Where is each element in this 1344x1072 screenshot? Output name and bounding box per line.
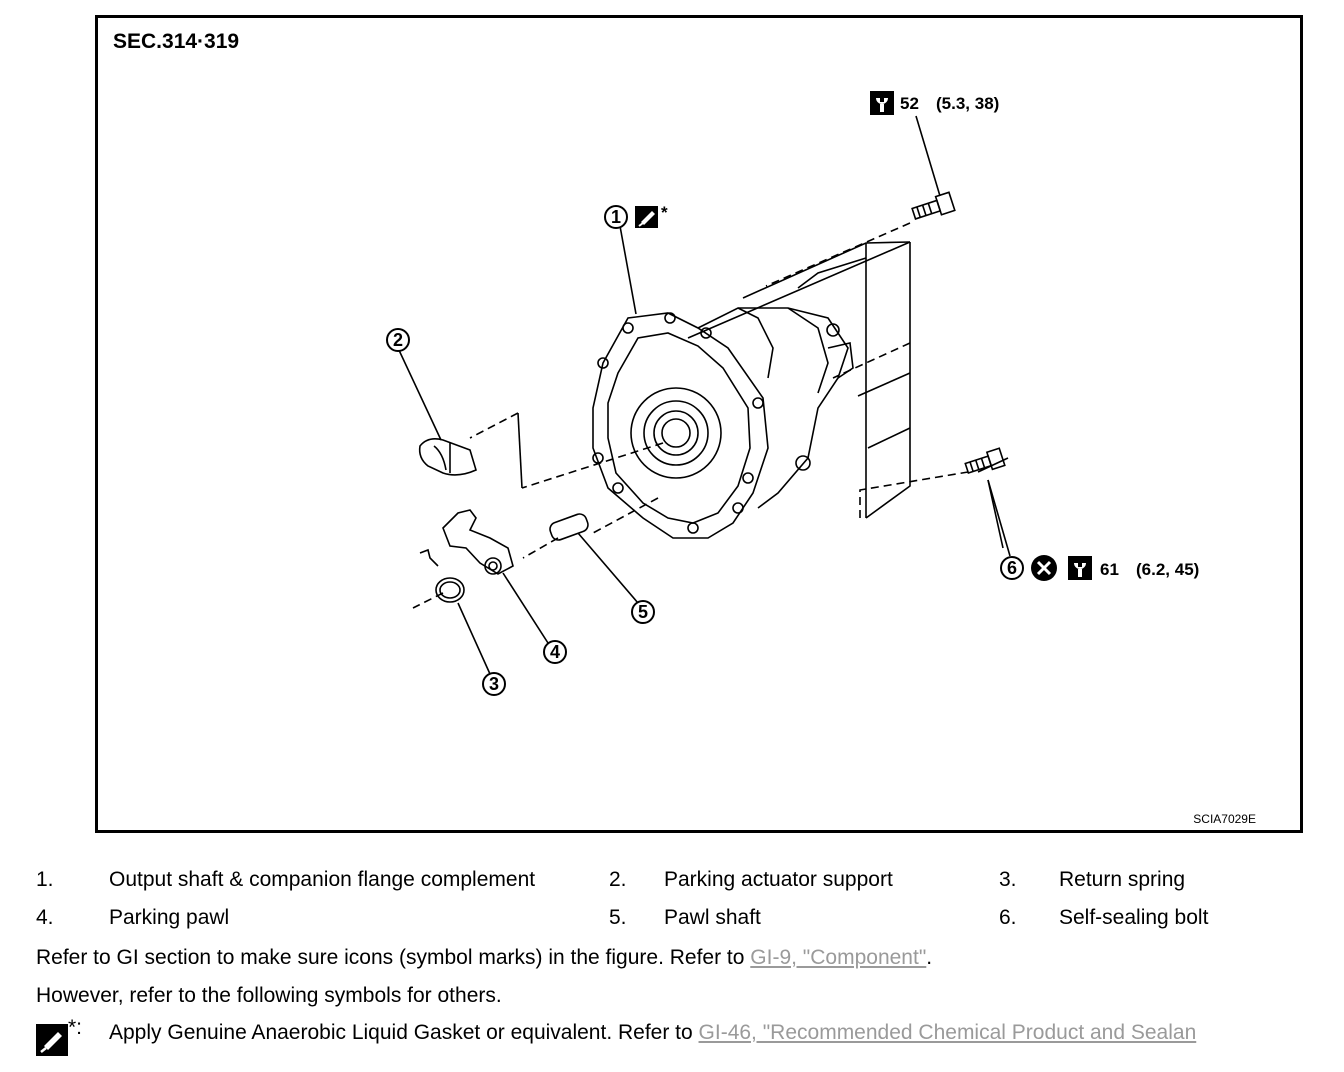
legend-num: 1. <box>36 868 54 891</box>
callout-2: 2 <box>386 328 410 352</box>
legend-label: Pawl shaft <box>664 906 761 929</box>
svg-text:3: 3 <box>489 674 499 694</box>
callout-4: 4 <box>543 640 567 664</box>
symbol-mark: *: <box>68 1016 83 1039</box>
callout-1: 1 <box>604 205 628 229</box>
svg-text:5: 5 <box>638 602 648 622</box>
svg-text:6: 6 <box>1007 558 1017 578</box>
torque-top-units: (5.3, 38) <box>936 94 999 113</box>
callout-3: 3 <box>482 672 506 696</box>
legend-label: Parking actuator support <box>664 868 893 891</box>
legend-num: 5. <box>609 906 627 929</box>
callout-5: 5 <box>631 600 655 624</box>
figure-code: SCIA7029E <box>1193 812 1256 826</box>
liquid-gasket-icon <box>36 1024 68 1056</box>
svg-text:2: 2 <box>393 330 403 350</box>
svg-text:1: 1 <box>611 207 621 227</box>
legend-num: 6. <box>999 906 1017 929</box>
callout-6: 6 <box>1000 556 1024 580</box>
note-text: Refer to GI section to make sure icons (… <box>36 946 751 969</box>
parts-legend: 1. Output shaft & companion flange compl… <box>36 868 1336 944</box>
legend-num: 4. <box>36 906 54 929</box>
note-line-2: However, refer to the following symbols … <box>36 984 502 1007</box>
torque-wrench-icon-bottom <box>1068 556 1092 580</box>
asterisk: * <box>661 203 668 222</box>
legend-num: 3. <box>999 868 1017 891</box>
gi-9-component-link[interactable]: GI-9, "Component" <box>750 946 927 969</box>
torque-top-value: 52 <box>900 94 919 113</box>
torque-wrench-icon <box>870 91 894 115</box>
note-line-3: Apply Genuine Anaerobic Liquid Gasket or… <box>109 1021 1339 1045</box>
note-line-1: Refer to GI section to make sure icons (… <box>36 946 932 970</box>
exploded-diagram: 1 2 3 4 5 6 * <box>386 91 1199 696</box>
legend-num: 2. <box>609 868 627 891</box>
legend-row: 4. Parking pawl 5. Pawl shaft 6. Self-se… <box>36 906 1336 944</box>
torque-bottom-units: (6.2, 45) <box>1136 560 1199 579</box>
note-text: Apply Genuine Anaerobic Liquid Gasket or… <box>109 1021 699 1044</box>
torque-bottom-value: 61 <box>1100 560 1119 579</box>
legend-label: Parking pawl <box>109 906 230 929</box>
do-not-reuse-icon <box>1031 555 1057 581</box>
legend-label: Output shaft & companion flange compleme… <box>109 868 536 891</box>
figure-frame: SEC.314·319 <box>95 15 1303 833</box>
legend-row: 1. Output shaft & companion flange compl… <box>36 868 1336 906</box>
legend-label: Self-sealing bolt <box>1059 906 1209 929</box>
gi-46-chemical-link[interactable]: GI-46, "Recommended Chemical Product and… <box>698 1021 1197 1044</box>
svg-text:4: 4 <box>550 642 560 662</box>
note-period: . <box>926 946 933 969</box>
legend-label: Return spring <box>1059 868 1186 891</box>
liquid-gasket-icon <box>635 206 658 228</box>
section-label: SEC.314·319 <box>113 30 240 53</box>
